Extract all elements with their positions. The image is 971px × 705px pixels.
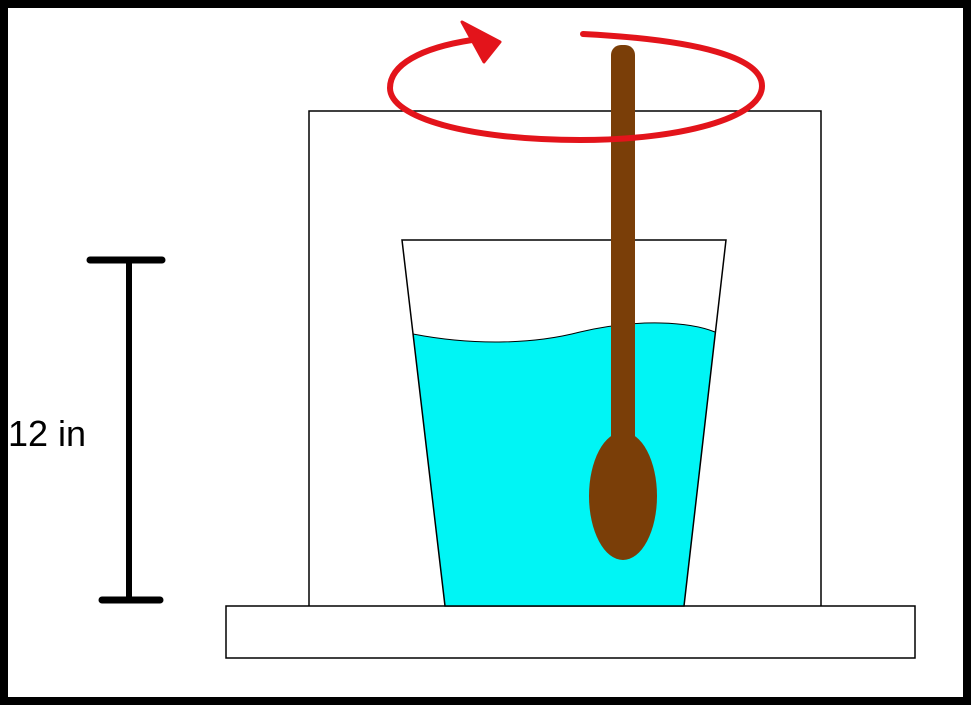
base-platform: [225, 605, 916, 659]
spoon-bowl: [589, 432, 657, 560]
rotation-arrow-path: [386, 31, 766, 144]
dimension-label: 12 in: [8, 413, 87, 454]
water: [413, 322, 715, 606]
spoon-handle: [611, 45, 635, 465]
spoon-icon: [589, 45, 657, 560]
water-surface: [412, 322, 716, 343]
rotation-arrowhead: [460, 20, 502, 64]
dimension-marker: [86, 256, 166, 604]
rotation-arrow-icon: [386, 20, 766, 144]
